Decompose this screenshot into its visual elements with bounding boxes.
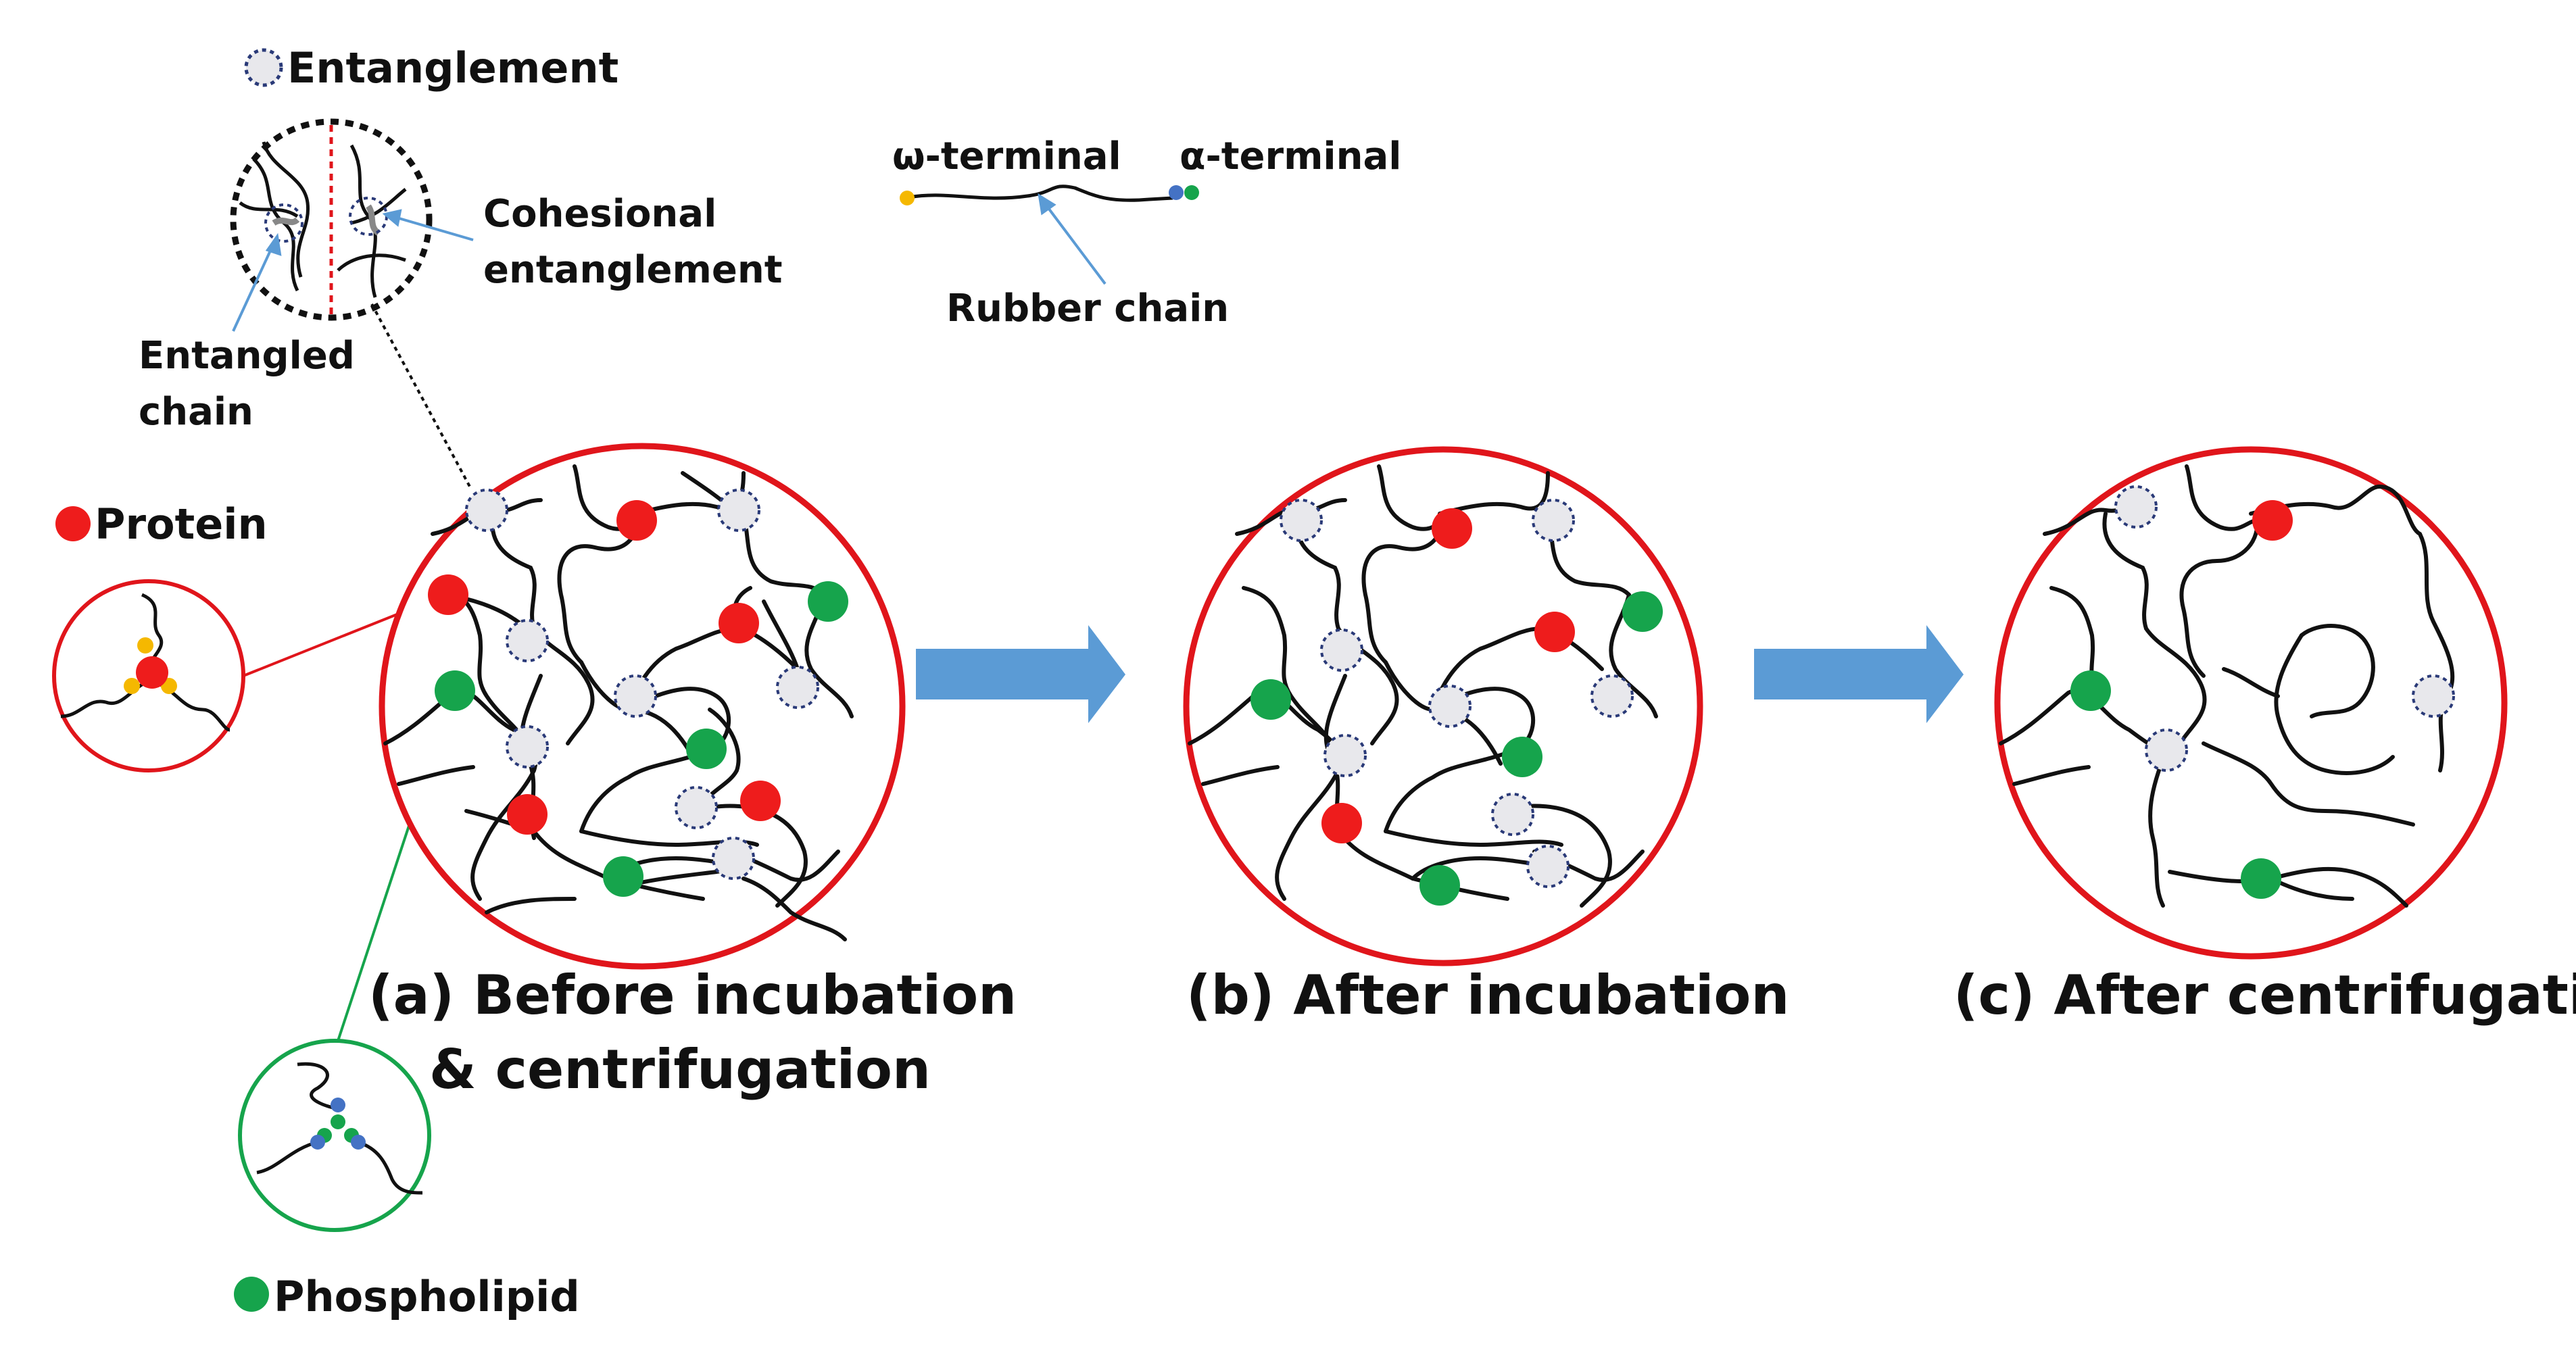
protein-icon <box>740 781 781 821</box>
right-arrow-icon <box>916 625 1125 723</box>
phospholipid-icons-a <box>435 581 848 897</box>
entanglement-icon <box>1323 734 1367 777</box>
entanglement-icon <box>2145 729 2188 772</box>
phospholipid-icons-b <box>1250 591 1663 906</box>
phospholipid-icon <box>686 729 727 769</box>
protein-icons-b <box>1321 508 1575 843</box>
phospholipid-icon <box>435 670 475 711</box>
protein-label: Protein <box>95 499 268 549</box>
svg-text:Cohesional: Cohesional <box>483 192 716 236</box>
phospholipid-icon <box>2241 858 2281 899</box>
rubber-chain-legend: ω-terminal α-terminal Rubber chain <box>892 134 1401 330</box>
right-arrow-icon <box>1754 625 1964 723</box>
entanglement-icon <box>614 674 657 718</box>
entanglement-icon <box>506 619 549 662</box>
network-c-outline <box>1994 446 2508 960</box>
protein-icon <box>136 656 168 689</box>
network-b <box>1183 446 1703 966</box>
phospholipid-legend-icon <box>234 1277 269 1312</box>
caption-c: (c) After centrifugation <box>1953 964 2576 1027</box>
entanglement-icon <box>675 786 718 829</box>
phospholipid-icon <box>808 581 848 622</box>
entangled-chain-label: Entangled chain <box>139 334 355 434</box>
legend-protein: Protein <box>55 499 268 549</box>
omega-terminal-dot <box>900 191 915 205</box>
alpha-terminal-blue-dot <box>1169 185 1184 200</box>
entanglement-icon <box>1526 845 1570 888</box>
alpha-terminal-green-dot <box>1184 185 1199 200</box>
legend-entanglement: Entanglement <box>244 43 618 93</box>
protein-icon <box>507 794 548 835</box>
phospholipid-icon <box>1502 737 1542 777</box>
caption-a-line2: & centrifugation <box>429 1038 931 1101</box>
entanglement-icon <box>506 725 549 768</box>
legend-phospholipid: Phospholipid <box>234 1272 580 1321</box>
protein-icon <box>616 500 657 541</box>
protein-legend-icon <box>55 506 91 541</box>
entanglement-icon <box>465 489 508 532</box>
entanglement-icon <box>2412 674 2455 718</box>
svg-text:chain: chain <box>139 390 253 434</box>
network-a <box>379 443 906 970</box>
cohesional-entanglement-label: Cohesional entanglement <box>483 192 783 292</box>
entanglement-icon <box>717 489 760 532</box>
protein-icon <box>1534 612 1575 652</box>
protein-icon <box>1432 508 1472 549</box>
arrow-a-to-b <box>916 625 1125 723</box>
protein-icon <box>428 574 468 615</box>
entanglement-label: Entanglement <box>287 43 618 93</box>
entanglement-icon <box>1532 499 1575 542</box>
entanglement-zoom-circle <box>230 118 474 487</box>
entanglement-icons-a <box>465 489 819 880</box>
entanglement-icon <box>264 203 303 243</box>
entanglement-icon <box>1320 629 1363 672</box>
phospholipid-icon <box>603 856 643 897</box>
entanglement-icons-c <box>2114 485 2455 772</box>
alpha-terminal-label: α-terminal <box>1180 134 1401 178</box>
protein-icon <box>719 603 759 643</box>
omega-terminal-label: ω-terminal <box>892 134 1121 178</box>
phospholipid-icon <box>2070 670 2111 711</box>
entanglement-icon <box>776 666 819 709</box>
entanglement-icon <box>1590 674 1634 718</box>
caption-b: (b) After incubation <box>1186 964 1789 1027</box>
protein-icon <box>2252 500 2293 541</box>
phospholipid-icon <box>1419 865 1460 906</box>
arrow-b-to-c <box>1754 625 1964 723</box>
network-c <box>1994 446 2508 960</box>
phospholipid-label: Phospholipid <box>274 1272 580 1321</box>
protein-icons-a <box>428 500 781 835</box>
caption-a-line1: (a) Before incubation <box>368 964 1017 1027</box>
phospholipid-zoom-circle <box>238 692 454 1232</box>
phospholipid-icon <box>1250 679 1291 720</box>
phospholipid-icon <box>1622 591 1663 632</box>
protein-icon <box>1321 803 1362 843</box>
svg-text:entanglement: entanglement <box>483 248 783 292</box>
phospholipid-icons-c <box>2070 670 2281 899</box>
entanglement-icon <box>1280 499 1323 542</box>
entanglement-icons-b <box>1280 499 1634 888</box>
rubber-chain-label: Rubber chain <box>946 287 1229 330</box>
entanglement-icon <box>712 837 755 880</box>
entanglement-legend-icon <box>244 48 283 87</box>
entanglement-icon <box>2114 485 2158 528</box>
protein-icons-c <box>2252 500 2293 541</box>
entanglement-icon <box>1428 685 1472 728</box>
entanglement-icon <box>1491 793 1534 836</box>
svg-text:Entangled: Entangled <box>139 334 355 378</box>
